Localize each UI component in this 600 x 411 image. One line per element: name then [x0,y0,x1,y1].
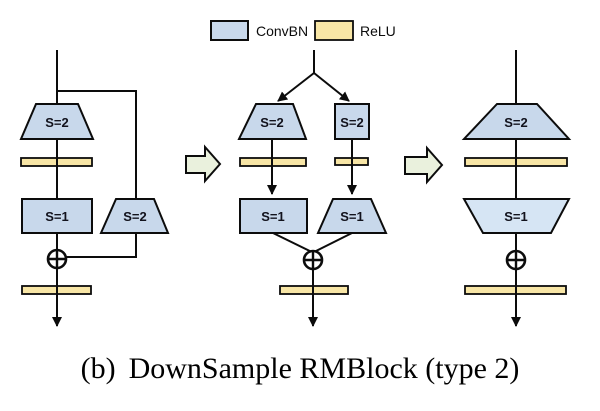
relu-legend-swatch [314,20,354,41]
skip-convbn-s2-label: S=2 [123,209,147,224]
branch2-convbn-s2-square [334,103,370,140]
convbn-s2-label: S=2 [504,115,528,130]
skip-branch-wire [57,90,137,199]
convbn-s1-label: S=1 [45,209,69,224]
merged-block-diagram: S=2 S=1 [461,50,572,327]
convbn-legend-swatch [210,20,249,41]
branch1-arrow [277,72,315,102]
convbn-s2-trapezoid [19,103,95,140]
branch2-arrow [313,72,350,102]
expanded-block-diagram: S=2 S=2 S=1 S=1 [237,50,388,327]
caption-title: DownSample RMBlock (type 2) [128,352,520,385]
branch1-convbn-s2-label: S=2 [260,115,284,130]
add-operator-icon [46,248,68,270]
skip-merge-wire [66,233,137,258]
convbn-s2-label: S=2 [45,115,69,130]
add-operator-icon [302,249,324,271]
branch2-convbn-s1-label: S=1 [340,209,364,224]
branch1-convbn-s1-label: S=1 [261,209,285,224]
convbn-s2-trapezoid [461,103,572,140]
transform-arrow-icon [185,144,222,184]
branch1-convbn-s1-rect [239,198,308,234]
original-block-diagram: S=2 S=1 S=2 [19,50,170,327]
convbn-s1-label: S=1 [504,209,528,224]
branch2-convbn-s2-label: S=2 [340,115,364,130]
add-operator-icon [505,249,527,271]
skip-convbn-s2-trapezoid [99,198,170,234]
relu-legend-label: ReLU [360,23,396,39]
branch1-convbn-s2-trapezoid [237,103,308,140]
caption-index: (b) [80,352,116,385]
convbn-legend-label: ConvBN [256,23,308,39]
branch2-convbn-s1-trapezoid [316,198,388,234]
figure-caption: (b) DownSample RMBlock (type 2) [0,352,600,386]
legend: ConvBN ReLU [210,20,396,41]
transform-arrow-icon [404,145,444,185]
convbn-s1-inverted-trapezoid [462,198,571,234]
convbn-s1-rect [21,198,93,234]
diagram-canvas: ConvBN ReLU S=2 S=1 S=2 [19,20,572,327]
